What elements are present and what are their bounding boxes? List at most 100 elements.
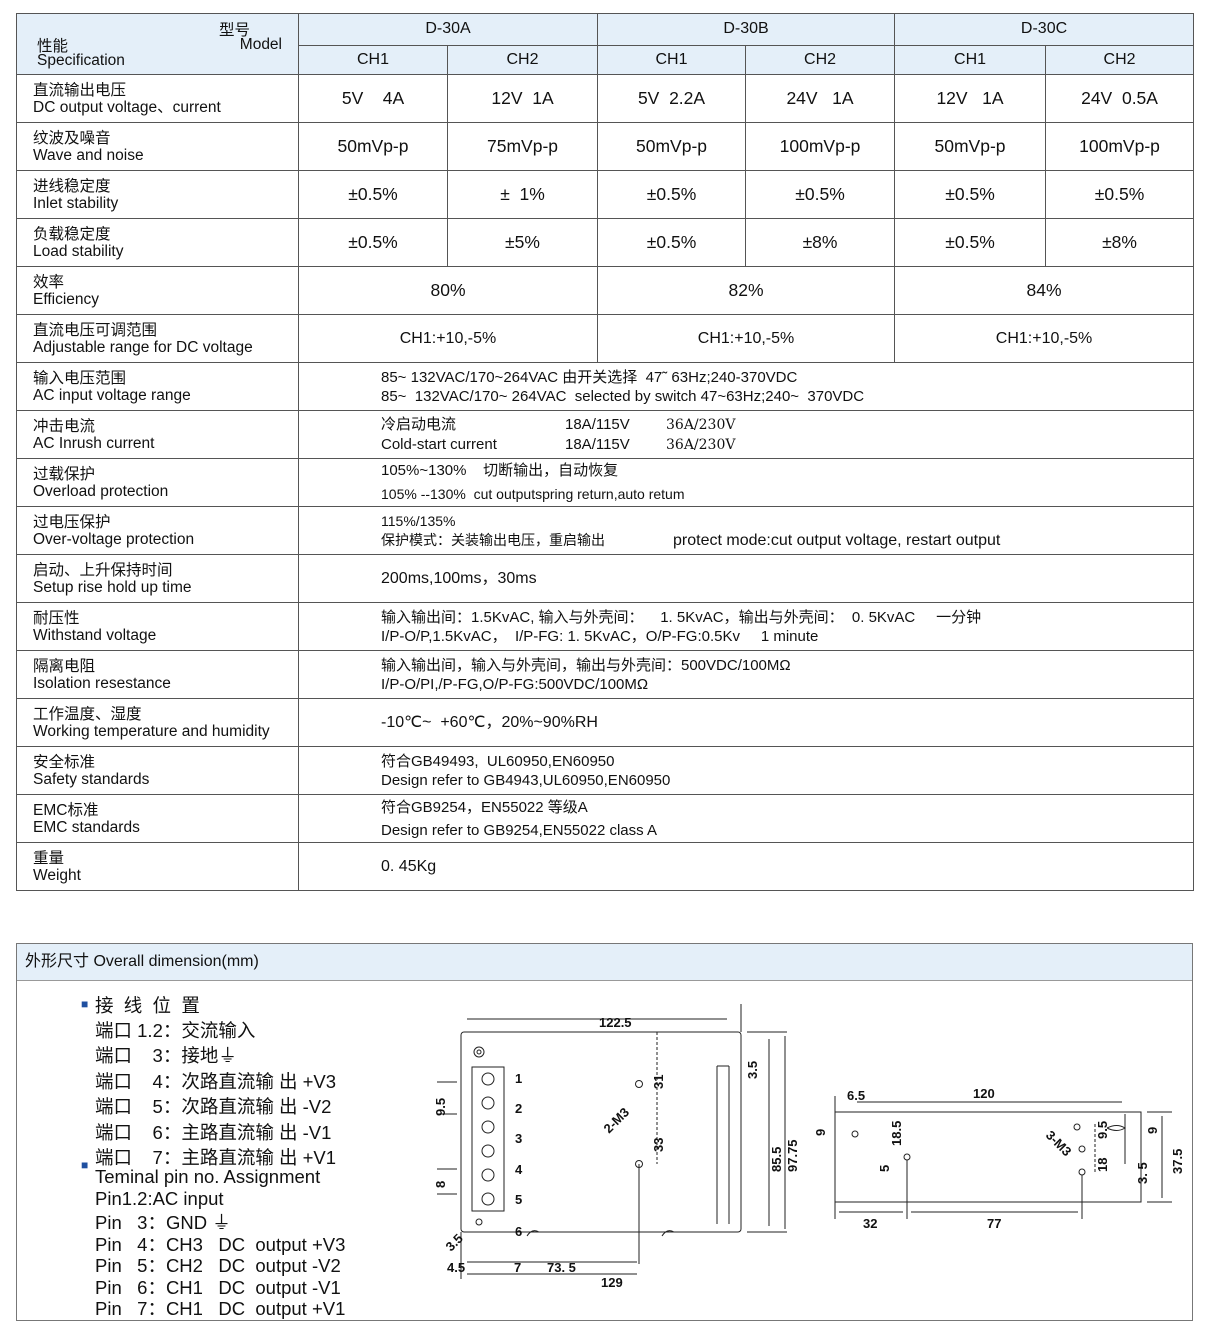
value-cell: 50mVp-p (894, 122, 1047, 171)
value-cell: ±5% (446, 218, 599, 267)
dim-label: 122.5 (599, 1015, 632, 1030)
terminal-number: 4 (515, 1162, 523, 1177)
bullet-icon: ■ (81, 1158, 89, 1172)
value-cell: ±0.5% (894, 218, 1047, 267)
value-line: 输入输出间，输入与外壳间，输出与外壳间：500VDC/100MΩ (381, 656, 791, 674)
model-header-d30c: D-30C (894, 13, 1195, 46)
value-line: 200ms,100ms，30ms (381, 570, 537, 587)
value-text: 18A/115V (565, 415, 630, 433)
dim-label: 4.5 (447, 1260, 465, 1275)
value-line: 85~ 132VAC/170~ 264VAC selected by switc… (381, 387, 865, 405)
dim-label: 9 (1145, 1127, 1160, 1134)
row-label-en: Setup rise hold up time (33, 578, 192, 596)
terminal-number: 1 (515, 1071, 522, 1086)
value-cell: 24V 1A (745, 74, 896, 123)
dim-label: 3.5 (443, 1231, 466, 1254)
row-label-cn: 重量 (33, 849, 65, 867)
value-text: Cold-start current (381, 435, 497, 453)
value-cell: ±0.5% (1045, 170, 1195, 219)
terminal-screw (481, 1144, 495, 1158)
row-label-cn: 冲击电流 (33, 417, 96, 435)
value-cell: 5V 4A (298, 74, 448, 123)
hole-label: 2-M3 (601, 1105, 633, 1137)
row-label-cn: 工作温度、湿度 (33, 705, 142, 723)
bullet-icon: ■ (81, 997, 89, 1011)
value-cell: CH1:+10,-5% (597, 314, 896, 363)
pin-line-en: Pin 5：CH2 DC output -V2 (95, 1255, 341, 1276)
row-label-en: Overload protection (33, 482, 169, 500)
pin-line-cn: 端口 7：主路直流输 出 +V1 (95, 1147, 337, 1168)
terminal-number: 2 (515, 1101, 522, 1116)
row-label-cn: 启动、上升保持时间 (33, 561, 173, 579)
value-line: 115%/135% (381, 512, 456, 529)
value-cell: ±8% (745, 218, 896, 267)
terminal-screw (481, 1120, 495, 1134)
model-header-d30a: D-30A (297, 13, 599, 46)
row-label-cn: 纹波及噪音 (33, 129, 111, 147)
value-cell: 75mVp-p (446, 122, 599, 171)
terminal-number: 6 (515, 1224, 522, 1239)
side-view-drawing: 6.5 120 9 18.5 5 9.5 9 18 3. 5 37.5 32 7… (813, 1086, 1185, 1231)
value-cell: 12V 1A (894, 74, 1047, 123)
value-line: 0. 45Kg (381, 858, 437, 875)
value-cell: ±0.5% (298, 170, 448, 219)
row-label-en: AC Inrush current (33, 434, 155, 452)
spec-en: Specification (37, 52, 125, 69)
m3-hole (1073, 1123, 1081, 1131)
pin-line-cn: 端口 4：次路直流输 出 +V3 (95, 1071, 337, 1092)
value-cell: ±0.5% (894, 170, 1047, 219)
row-label-cn: EMC标准 (33, 801, 99, 819)
row-label-en: Weight (33, 866, 81, 884)
value-cell: ±0.5% (597, 218, 747, 267)
terminal-screw (481, 1072, 495, 1086)
value-text: 36A/230V (666, 436, 736, 453)
dim-label: 18 (1095, 1158, 1110, 1172)
dim-label: 3.5 (745, 1061, 760, 1079)
value-text: 冷启动电流 (381, 415, 457, 433)
dim-label: 85.5 (769, 1147, 784, 1172)
chassis-outline (460, 1031, 742, 1233)
dim-label: 3. 5 (1135, 1162, 1150, 1184)
m3-hole (851, 1130, 859, 1138)
dim-label: 97.75 (785, 1139, 800, 1172)
pin-line-cn: 端口 1.2：交流输入 (95, 1020, 256, 1041)
terminal-screw (481, 1192, 495, 1206)
row-label-cn: 输入电压范围 (33, 369, 127, 387)
dim-label: 31 (651, 1075, 666, 1089)
value-text: protect mode:cut output voltage, restart… (673, 531, 1001, 549)
value-cell: ±8% (1045, 218, 1195, 267)
row-label-cn: 直流输出电压 (33, 81, 127, 99)
pin-line-cn: 端口 6：主路直流输 出 -V1 (95, 1122, 332, 1143)
row-label-en: Working temperature and humidity (33, 722, 270, 740)
pin-line-cn: 端口 3：接地⏚ (95, 1045, 237, 1066)
dim-label: 5 (877, 1165, 892, 1172)
row-label-en: Over-voltage protection (33, 530, 195, 548)
terminal-block (471, 1066, 505, 1212)
row-label-cn: 隔离电阻 (33, 657, 96, 675)
value-cell: 82% (597, 266, 896, 315)
channel-header: CH1 (298, 44, 448, 76)
value-cell: ±0.5% (298, 218, 448, 267)
value-cell: CH1:+10,-5% (894, 314, 1195, 363)
value-text: 18A/115V (565, 435, 630, 453)
channel-header: CH2 (1045, 44, 1195, 76)
row-label-cn: 过载保护 (33, 465, 96, 483)
dim-label: 77 (987, 1216, 1001, 1231)
value-line: 105% --130% cut outputspring return,auto… (381, 486, 685, 502)
dim-label: 18.5 (889, 1121, 904, 1146)
value-cell: 100mVp-p (745, 122, 896, 171)
row-label-en: Adjustable range for DC voltage (33, 338, 253, 356)
pin-line-en: Pin 4：CH3 DC output +V3 (95, 1234, 346, 1255)
value-cell: CH1:+10,-5% (297, 314, 599, 363)
row-label-en: Isolation resestance (33, 674, 171, 692)
